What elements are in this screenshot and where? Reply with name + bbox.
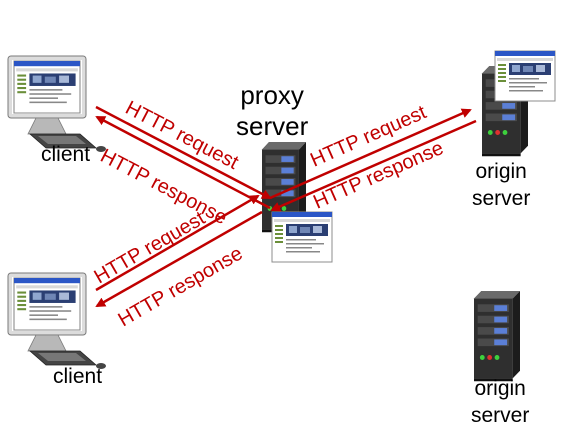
arrow-top-origin-request	[269, 108, 472, 200]
arrow-bottom-client-response	[95, 210, 263, 308]
arrow-top-client-response	[95, 115, 271, 210]
proxy-server-label: proxy server	[236, 80, 308, 141]
web-page-icon	[271, 211, 333, 263]
arrow-top-client-request	[95, 105, 272, 200]
proxy-server-line1: proxy	[240, 80, 304, 110]
client-top-label: client	[41, 143, 91, 166]
arrow-top-origin-response	[270, 119, 477, 212]
origin-server-top-label: origin server	[472, 158, 530, 213]
proxy-server-line2: server	[236, 110, 309, 141]
arrows	[95, 105, 477, 308]
desktop-computer-icon	[8, 273, 106, 369]
origin-server-top-line1: origin	[475, 160, 527, 183]
origin-server-bottom-line2: server	[471, 404, 530, 428]
arrow-bottom-client-request	[95, 194, 260, 292]
desktop-computer-icon	[8, 56, 106, 152]
origin-server-bottom-line1: origin	[474, 377, 526, 400]
origin-server-bottom-label: origin server	[471, 375, 529, 430]
origin-server-top-line2: server	[472, 187, 531, 211]
web-page-icon	[494, 50, 556, 102]
server-tower-icon	[474, 291, 520, 382]
client-bottom-label: client	[53, 365, 103, 388]
